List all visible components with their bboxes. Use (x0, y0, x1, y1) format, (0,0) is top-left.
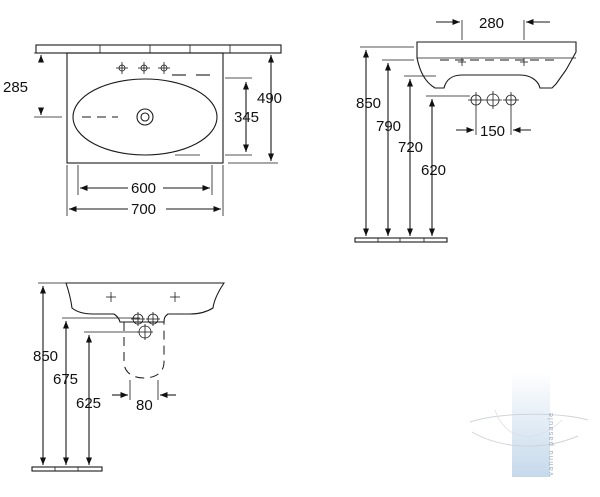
dim-620-label: 620 (421, 162, 446, 179)
waste-pipe-icon (146, 312, 160, 326)
dim-80-label: 80 (136, 397, 153, 414)
basin-profile-side (416, 41, 577, 89)
tap-hole-icon (116, 62, 128, 74)
dim-700-label: 700 (131, 201, 156, 218)
dim-850-front-label: 850 (33, 348, 58, 365)
basin-profile-front (65, 282, 226, 323)
tap-hole-icon (158, 62, 170, 74)
waste-pipe-icon (137, 324, 153, 340)
dim-285-label: 285 (3, 79, 28, 96)
side-view: 280 150 850 790 720 (354, 15, 577, 243)
waste-pipe-icon (503, 92, 519, 108)
watermark-text: vannu pasaule (547, 412, 555, 476)
tap-hole-icon (170, 292, 180, 302)
floor-line (354, 237, 448, 243)
dim-345-label: 345 (234, 109, 259, 126)
dim-850-side-label: 850 (356, 95, 381, 112)
pedestal-outline (123, 322, 165, 379)
drain-icon (136, 108, 154, 126)
dim-490-label: 490 (257, 90, 282, 107)
tap-hole-icon (106, 292, 116, 302)
front-view: 80 850 675 625 (31, 282, 226, 472)
basin-outline-top (66, 52, 224, 164)
dim-790-label: 790 (376, 118, 401, 135)
tap-hole-icon (458, 58, 466, 66)
dim-150-label: 150 (480, 123, 505, 140)
dim-625-label: 625 (76, 395, 101, 412)
dim-600-label: 600 (131, 180, 156, 197)
waste-pipe-icon (131, 312, 145, 326)
waste-pipe-icon (484, 91, 502, 109)
watermark-logo: vannu pasaule (469, 372, 589, 477)
dim-720-label: 720 (398, 139, 423, 156)
top-view: 285 345 490 600 700 (3, 44, 282, 218)
basin-back-rim (35, 44, 282, 54)
bowl-ellipse (72, 78, 218, 156)
dim-675-label: 675 (53, 371, 78, 388)
tap-hole-icon (520, 58, 528, 66)
tap-hole-icon (138, 62, 150, 74)
waste-pipe-icon (468, 92, 484, 108)
dim-280-label: 280 (479, 15, 504, 32)
floor-line-front (31, 466, 103, 472)
